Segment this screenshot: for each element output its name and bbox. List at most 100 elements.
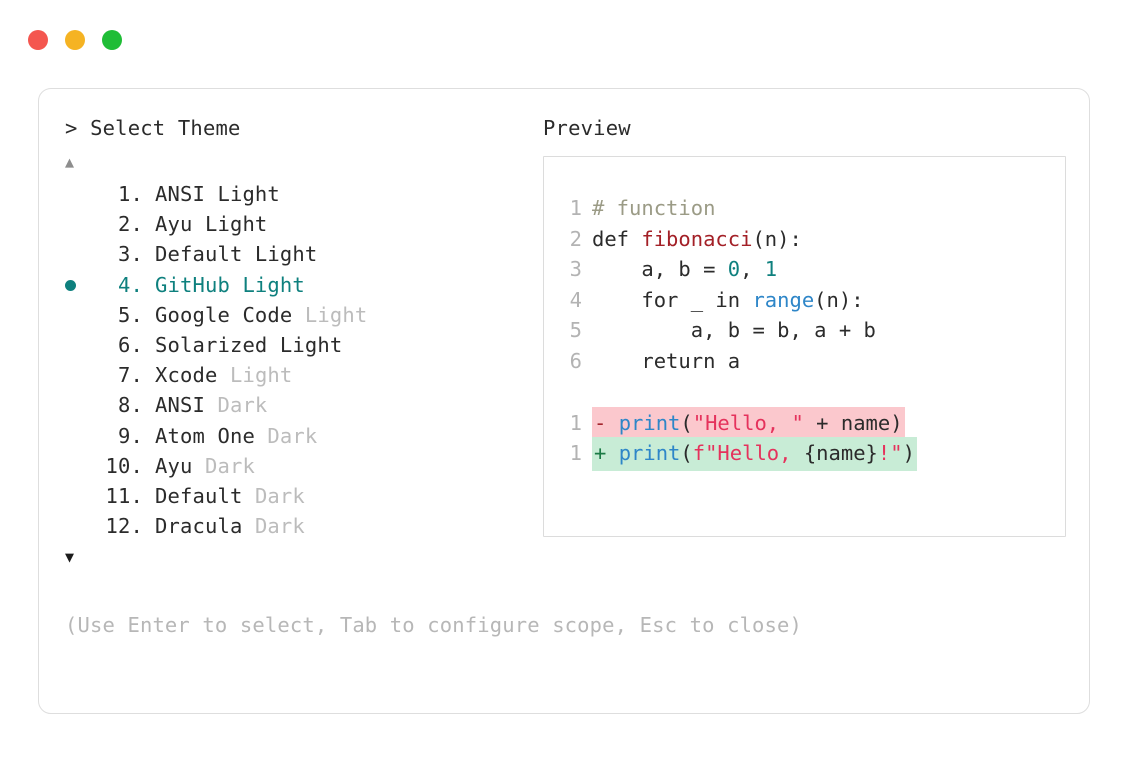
theme-item-index: 9. [118,423,143,448]
theme-list-item[interactable]: 11. Default Dark [65,481,535,511]
theme-list-item[interactable]: 9. Atom One Dark [65,421,535,451]
code-line: 3 a, b = 0, 1 [560,254,1065,285]
diff-sign: - [594,410,607,435]
code-line-content: # function [592,193,715,224]
theme-item-name: Ayu Light [155,212,268,237]
window-traffic-lights [28,30,122,50]
code-line: 2 def fibonacci(n): [560,224,1065,255]
theme-list-item[interactable]: 2. Ayu Light [65,209,535,239]
theme-item-index: 3. [118,242,143,267]
theme-item-name: Dracula [155,514,243,539]
theme-item-index: 12. [105,514,143,539]
theme-item-name: Solarized Light [155,332,343,357]
diff-sign: + [594,441,607,465]
code-token: + name) [803,410,903,435]
code-token: fibonacci [641,226,753,251]
theme-item-variant-tag: Dark [242,514,305,539]
keyboard-hint: (Use Enter to select, Tab to configure s… [65,613,803,637]
code-spacer [560,376,1065,407]
line-number: 1 [569,196,582,220]
theme-item-variant-tag: Dark [192,453,255,478]
theme-item-name: Default [155,483,243,508]
maximize-window-button[interactable] [102,30,122,50]
theme-list-item[interactable]: 10. Ayu Dark [65,451,535,481]
theme-item-index: 5. [118,302,143,327]
code-token: a, b = b, a + b [592,318,876,342]
code-token: (n): [814,287,864,312]
code-token: "Hello, " [692,410,804,435]
theme-list-item[interactable]: 1. ANSI Light [65,179,535,209]
diff-spacer [606,411,618,435]
code-token: , [740,257,765,281]
theme-item-name: Ayu [155,453,193,478]
theme-item-variant-tag: Light [292,302,368,327]
theme-list-item[interactable]: 6. Solarized Light [65,330,535,360]
theme-item-index: 10. [105,453,143,478]
code-token: ( [680,441,693,465]
theme-list-item[interactable]: 8.ANSI Dark [65,390,535,420]
theme-item-name: ANSI [155,393,205,418]
theme-item-variant-tag: Dark [254,423,318,448]
code-token: def [592,226,642,251]
code-line-content: a, b = 0, 1 [592,254,777,285]
code-token: print [618,441,681,465]
theme-item-name: GitHub Light [155,272,305,297]
code-token: range [752,287,815,312]
line-number: 6 [569,348,582,373]
code-line-content: def fibonacci(n): [592,224,802,255]
code-line-content: return a [592,346,740,377]
scroll-down-icon[interactable]: ▼ [65,548,75,567]
theme-item-name: Atom One [155,423,255,448]
theme-item-name: ANSI Light [155,182,280,206]
diff-line-content: - print("Hello, " + name) [592,406,905,440]
theme-item-index: 6. [118,332,143,357]
diff-line-add: 1 + print(f"Hello, {name}!") [560,437,1065,471]
theme-item-name: Default Light [155,242,318,267]
line-number: 5 [569,318,582,342]
code-line-content: a, b = b, a + b [592,315,876,346]
code-token: ( [680,410,693,435]
code-token: (n): [752,226,802,251]
theme-list-item[interactable]: 12. Dracula Dark [65,511,535,541]
minimize-window-button[interactable] [65,30,85,50]
diff-line-content: + print(f"Hello, {name}!") [592,437,917,471]
scroll-up-icon[interactable]: ▲ [65,153,75,171]
theme-item-index: 11. [105,483,143,508]
line-number: 1 [569,441,582,465]
theme-item-variant-tag: Dark [204,393,268,418]
theme-list-item[interactable]: 5. Google Code Light [65,300,535,330]
code-line: 6 return a [560,346,1065,377]
selected-dot-icon [65,279,76,291]
page-title: > Select Theme [65,116,241,140]
code-line: 5 a, b = b, a + b [560,315,1065,346]
code-line: 4 for _ in range(n): [560,285,1065,316]
code-token: {name} [803,441,878,465]
code-token: 0 [727,257,741,281]
theme-item-variant-tag: Light [217,363,293,388]
theme-selection-column: > Select Theme ▲ 1. ANSI Light 2. Ayu Light… [65,115,535,567]
selected-bullet-icon [65,270,95,300]
diff-spacer [606,441,618,465]
theme-item-index: 7. [118,363,143,388]
preview-title: Preview [543,116,631,140]
theme-item-variant-tag: Dark [242,483,305,508]
theme-item-name: Google Code [155,302,293,327]
code-token: f"Hello, [692,441,804,465]
diff-line-del: 1- print("Hello, " + name) [560,406,1065,440]
theme-item-index: 1. [118,182,143,206]
theme-picker-card: > Select Theme ▲ 1. ANSI Light 2. Ayu Light… [38,88,1090,714]
line-number: 2 [569,226,582,251]
code-token: print [618,410,681,435]
theme-list-item[interactable]: 7. Xcode Light [65,360,535,390]
theme-list-item[interactable]: 4.GitHub Light [65,270,535,300]
code-token: a, b = [592,257,728,281]
close-window-button[interactable] [28,30,48,50]
code-line-content: for _ in range(n): [592,285,864,316]
theme-item-index: 2. [118,212,143,237]
theme-list-item[interactable]: 3. Default Light [65,239,535,269]
theme-item-name: Xcode [155,363,218,388]
